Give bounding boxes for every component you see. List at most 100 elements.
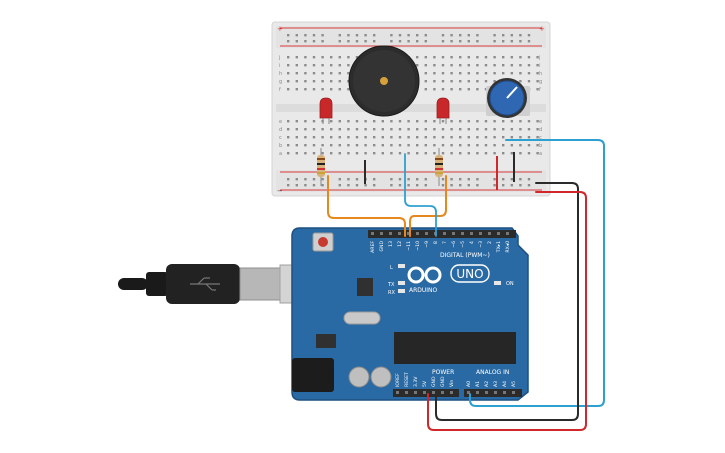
breadboard-hole[interactable] (536, 120, 539, 123)
rail-hole[interactable] (476, 40, 479, 43)
breadboard-hole[interactable] (424, 136, 427, 139)
power-pin-hole[interactable] (414, 391, 417, 394)
breadboard-hole[interactable] (295, 88, 298, 91)
breadboard-hole[interactable] (312, 152, 316, 155)
breadboard-hole[interactable] (433, 64, 436, 67)
breadboard-hole[interactable] (441, 144, 445, 147)
breadboard-hole[interactable] (510, 152, 513, 155)
rail-hole[interactable] (390, 178, 393, 181)
breadboard-hole[interactable] (321, 64, 324, 67)
breadboard-hole[interactable] (519, 64, 522, 67)
breadboard-hole[interactable] (407, 136, 410, 139)
rail-hole[interactable] (304, 184, 307, 187)
rail-hole[interactable] (407, 34, 410, 37)
rail-hole[interactable] (467, 34, 470, 37)
breadboard-hole[interactable] (476, 136, 479, 139)
breadboard-hole[interactable] (441, 72, 445, 75)
breadboard-hole[interactable] (527, 136, 531, 139)
breadboard-hole[interactable] (476, 128, 479, 131)
breadboard-hole[interactable] (347, 72, 350, 75)
breadboard-hole[interactable] (304, 144, 307, 147)
breadboard-hole[interactable] (433, 128, 436, 131)
breadboard-hole[interactable] (450, 120, 453, 123)
breadboard-hole[interactable] (416, 64, 419, 67)
breadboard-hole[interactable] (347, 80, 350, 83)
breadboard-hole[interactable] (519, 136, 522, 139)
breadboard-hole[interactable] (407, 144, 410, 147)
rail-hole[interactable] (321, 178, 324, 181)
breadboard-hole[interactable] (493, 144, 496, 147)
rail-hole[interactable] (416, 178, 419, 181)
breadboard-hole[interactable] (433, 120, 436, 123)
breadboard-hole[interactable] (355, 120, 359, 123)
breadboard-hole[interactable] (424, 128, 427, 131)
resistor-left[interactable] (317, 148, 325, 186)
rail-hole[interactable] (459, 178, 462, 181)
breadboard-hole[interactable] (467, 144, 470, 147)
breadboard-hole[interactable] (338, 136, 341, 139)
breadboard-hole[interactable] (295, 152, 298, 155)
breadboard-hole[interactable] (407, 120, 410, 123)
rail-hole[interactable] (424, 34, 427, 37)
breadboard-hole[interactable] (450, 64, 453, 67)
rail-hole[interactable] (450, 34, 453, 37)
breadboard-hole[interactable] (304, 128, 307, 131)
rail-hole[interactable] (287, 178, 290, 181)
breadboard-hole[interactable] (536, 88, 539, 91)
breadboard-hole[interactable] (416, 152, 419, 155)
rail-hole[interactable] (287, 184, 290, 187)
breadboard-hole[interactable] (295, 128, 298, 131)
breadboard-hole[interactable] (321, 144, 324, 147)
rail-hole[interactable] (390, 34, 393, 37)
rail-hole[interactable] (407, 178, 410, 181)
rail-hole[interactable] (510, 178, 513, 181)
breadboard-hole[interactable] (459, 144, 462, 147)
breadboard-hole[interactable] (287, 120, 290, 123)
breadboard-hole[interactable] (502, 56, 505, 59)
rail-hole[interactable] (373, 34, 376, 37)
rail-hole[interactable] (441, 178, 445, 181)
breadboard-hole[interactable] (536, 152, 539, 155)
breadboard-hole[interactable] (424, 120, 427, 123)
breadboard-hole[interactable] (295, 64, 298, 67)
rail-hole[interactable] (355, 178, 359, 181)
breadboard-hole[interactable] (338, 120, 341, 123)
breadboard-hole[interactable] (287, 136, 290, 139)
breadboard-hole[interactable] (338, 64, 341, 67)
rail-hole[interactable] (416, 184, 419, 187)
red-led-left[interactable] (319, 97, 333, 124)
power-pin-hole[interactable] (450, 391, 453, 394)
breadboard-hole[interactable] (433, 136, 436, 139)
rail-hole[interactable] (295, 184, 298, 187)
breadboard-hole[interactable] (398, 152, 402, 155)
digital-header[interactable] (368, 230, 516, 238)
breadboard-hole[interactable] (484, 120, 488, 123)
analog-pin-hole[interactable] (503, 391, 506, 394)
breadboard-hole[interactable] (527, 56, 531, 59)
breadboard-hole[interactable] (304, 72, 307, 75)
breadboard-hole[interactable] (519, 152, 522, 155)
digital-pin-hole[interactable] (380, 232, 383, 235)
breadboard-hole[interactable] (441, 64, 445, 67)
rail-hole[interactable] (355, 184, 359, 187)
rail-hole[interactable] (355, 34, 359, 37)
breadboard-hole[interactable] (493, 64, 496, 67)
breadboard-hole[interactable] (450, 88, 453, 91)
rail-hole[interactable] (338, 178, 341, 181)
breadboard-hole[interactable] (467, 136, 470, 139)
breadboard-hole[interactable] (364, 136, 367, 139)
breadboard-hole[interactable] (321, 72, 324, 75)
breadboard-hole[interactable] (330, 152, 333, 155)
breadboard-hole[interactable] (510, 128, 513, 131)
breadboard-hole[interactable] (373, 128, 376, 131)
rail-hole[interactable] (519, 40, 522, 43)
breadboard-hole[interactable] (312, 128, 316, 131)
breadboard-hole[interactable] (467, 72, 470, 75)
breadboard-hole[interactable] (321, 152, 324, 155)
rail-hole[interactable] (424, 184, 427, 187)
rail-hole[interactable] (287, 40, 290, 43)
breadboard-hole[interactable] (330, 120, 333, 123)
breadboard-hole[interactable] (459, 72, 462, 75)
breadboard-hole[interactable] (347, 144, 350, 147)
breadboard-hole[interactable] (287, 80, 290, 83)
